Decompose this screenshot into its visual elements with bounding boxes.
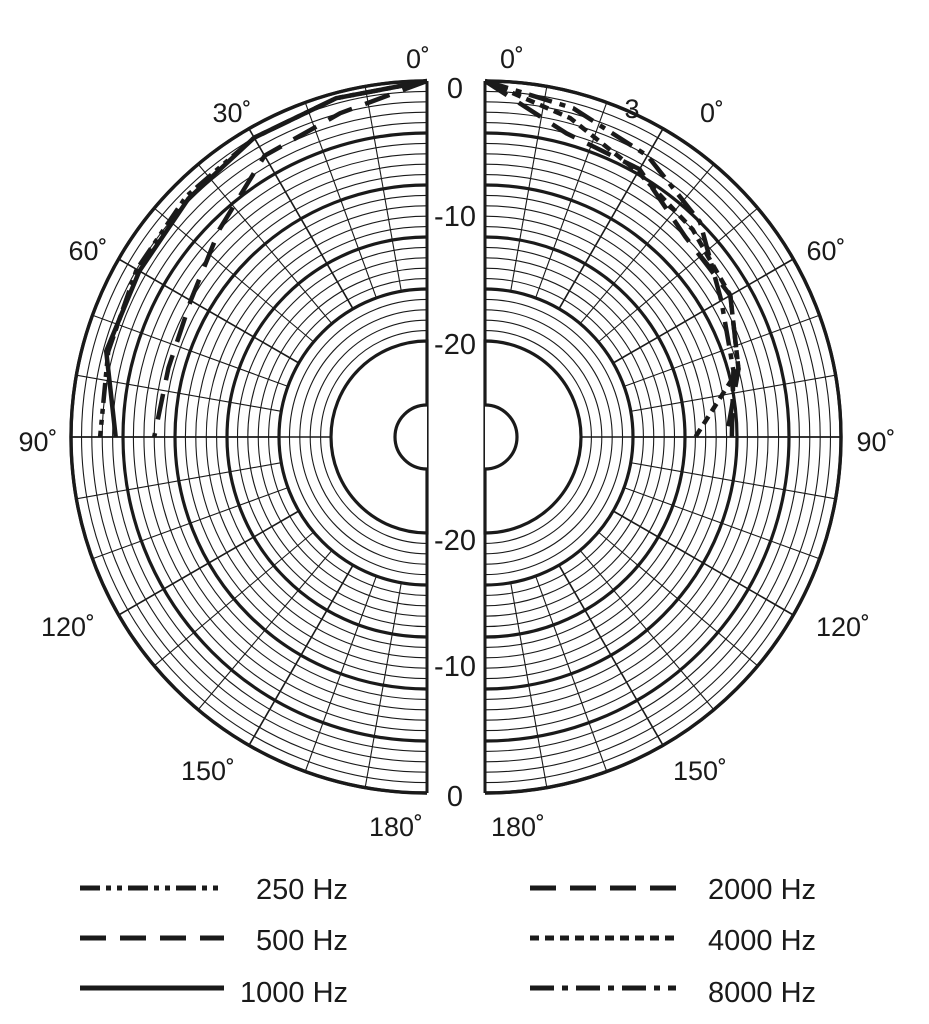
left-grid-spoke [248, 128, 354, 310]
right-angle-label-180: 180˚ [491, 812, 545, 842]
right-grid-spoke [510, 86, 548, 292]
legend-label-500hz: 500 Hz [256, 925, 348, 957]
series-1000hz [103, 78, 428, 438]
legend-label-1000hz: 1000 Hz [240, 977, 348, 1009]
radial-tick-bottom-20: -20 [434, 525, 476, 557]
radial-tick-top-0: 0 [447, 73, 463, 105]
right-grid-spoke [612, 510, 794, 616]
left-grid-spoke [153, 207, 314, 343]
right-grid-spoke [623, 314, 820, 387]
legend-label-4000hz: 4000 Hz [708, 925, 816, 957]
right-angle-label-0: 0˚ [500, 44, 524, 74]
left-center-notch [393, 403, 428, 471]
right-grid-spoke [630, 462, 836, 500]
left-grid-spoke [197, 550, 333, 711]
left-grid-spoke [92, 487, 289, 560]
radial-tick-top-20: -20 [434, 329, 476, 361]
right-grid-spoke [558, 128, 664, 310]
right-grid-spoke [510, 582, 548, 788]
radial-tick-bottom-10: -10 [434, 651, 476, 683]
right-grid-spoke [598, 531, 759, 667]
right-grid-spoke [623, 487, 820, 560]
left-angle-label-150: 150˚ [181, 756, 235, 786]
right-angle-label-90: 90˚ [856, 427, 895, 457]
left-outer-border [69, 79, 428, 795]
left-grid-spoke [197, 163, 333, 324]
right-inner-disc [483, 339, 583, 535]
right-angle-label-150: 150˚ [673, 756, 727, 786]
left-grid-spoke [364, 582, 402, 788]
legend-label-250hz: 250 Hz [256, 874, 348, 906]
left-angle-label-0: 0˚ [406, 44, 430, 74]
legend: 250 Hz 500 Hz 1000 Hz 2000 Hz 4000 Hz 80… [80, 874, 816, 1009]
right-center-notch [484, 403, 519, 471]
left-grid-spoke [92, 314, 289, 387]
left-angle-label-30: 30˚ [212, 98, 251, 128]
right-grid-spoke [558, 564, 664, 746]
right-half-grid [483, 79, 843, 795]
radial-tick-bottom-0: 0 [447, 781, 463, 813]
series-500hz [151, 78, 428, 438]
right-grid-spoke [579, 163, 715, 324]
left-angle-label-120: 120˚ [41, 612, 95, 642]
series-layer [97, 78, 741, 439]
right-grid-spoke [612, 258, 794, 364]
left-grid-spoke [304, 102, 377, 299]
right-angle-label-60: 60˚ [806, 236, 845, 266]
right-extra-label: 3 [624, 94, 639, 124]
left-grid-spoke [364, 86, 402, 292]
left-half-grid [69, 79, 429, 795]
right-grid-spoke [535, 575, 608, 772]
right-outer-border [484, 79, 843, 795]
right-grid-spoke [630, 374, 836, 412]
left-inner-disc [329, 339, 429, 535]
series-4000hz [484, 78, 741, 439]
left-grid-spoke [248, 564, 354, 746]
radial-tick-top-10: -10 [434, 201, 476, 233]
left-grid-spoke [304, 575, 377, 772]
left-angle-label-60: 60˚ [68, 236, 107, 266]
left-angle-label-180: 180˚ [369, 812, 423, 842]
right-angle-label-30: 0˚ [700, 98, 724, 128]
legend-label-8000hz: 8000 Hz [708, 977, 816, 1009]
right-grid-spoke [579, 550, 715, 711]
right-grid-spoke [598, 207, 759, 343]
left-angle-label-90: 90˚ [18, 427, 57, 457]
left-grid-spoke [118, 258, 300, 364]
right-angle-label-120: 120˚ [816, 612, 870, 642]
left-grid-spoke [153, 531, 314, 667]
left-grid-spoke [118, 510, 300, 616]
series-8000hz [484, 78, 736, 438]
legend-label-2000hz: 2000 Hz [708, 874, 816, 906]
left-grid-spoke [76, 462, 282, 500]
